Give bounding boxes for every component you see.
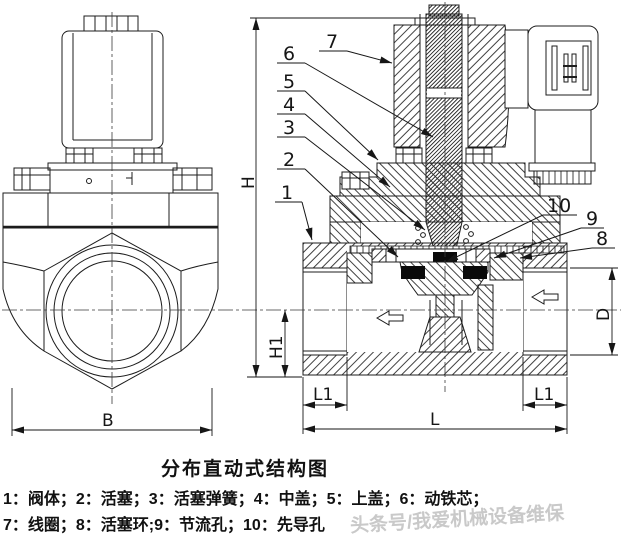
flow-arrows (376, 289, 559, 326)
callout-5: 5 (277, 71, 379, 161)
coil-nuts (65, 147, 163, 164)
callout-10-label: 10 (547, 195, 571, 217)
hex-port (43, 232, 182, 390)
din-connector (504, 25, 599, 185)
section-view (302, 4, 599, 376)
callout-10: 10 (445, 195, 577, 263)
coil-cap (83, 15, 139, 32)
dim-H1: H1 (267, 310, 289, 377)
legend-line-2: 7：线圈；8：活塞环;9：节流孔；10：先导孔 (3, 517, 325, 534)
valve-structure-drawing: 7 6 5 4 3 2 1 (2, 2, 621, 436)
dim-h-label: H (239, 176, 259, 189)
coil-section-nuts (395, 147, 493, 164)
flow-arrow-right (531, 289, 559, 305)
mount-plate (47, 162, 178, 171)
coil-body-outline (61, 30, 164, 149)
callout-3: 3 (277, 117, 426, 231)
callout-8-label: 8 (596, 228, 608, 250)
piston-ring-left (401, 266, 425, 279)
callout-3-label: 3 (283, 117, 295, 139)
body-wings (2, 228, 219, 352)
callout-7: 7 (319, 31, 393, 64)
dim-L1-right: L1 (522, 357, 568, 434)
flow-arrow-left (376, 310, 404, 326)
dim-b-label: B (102, 411, 114, 431)
legend-line-1: 1：阀体；2：活塞；3：活塞弹簧；4：中盖；5：上盖；6：动铁芯； (3, 491, 489, 508)
bonnet (49, 169, 174, 194)
dim-d-label: D (594, 308, 614, 321)
callout-9: 9 (493, 208, 604, 259)
callout-2-label: 2 (283, 149, 295, 171)
body-band (2, 192, 219, 229)
dim-h1-label: H1 (267, 335, 287, 359)
dim-l1-left-label: L1 (313, 385, 333, 405)
dimensions: H H1 B L1 L1 L (11, 17, 618, 436)
callout-4-label: 4 (283, 94, 295, 116)
callout-4: 4 (277, 94, 391, 188)
side-bolts (13, 167, 213, 191)
callout-8: 8 (519, 228, 615, 260)
centerlines (2, 2, 621, 404)
callout-7-label: 7 (326, 31, 338, 53)
drawing-title: 分布直动式结构图 (160, 459, 329, 480)
piston-ring-right (463, 266, 487, 279)
upper-cover (339, 162, 541, 197)
coil-section (393, 17, 510, 148)
callout-6-label: 6 (283, 43, 295, 65)
dim-L1-left: L1 (302, 357, 348, 434)
dim-B: B (11, 388, 213, 436)
callout-1-label: 1 (281, 182, 293, 204)
callout-5-label: 5 (283, 71, 295, 93)
callout-6: 6 (277, 43, 434, 138)
callout-9-label: 9 (586, 208, 598, 230)
dim-D: D (570, 267, 618, 356)
piston (371, 248, 491, 345)
callouts: 7 6 5 4 3 2 1 (275, 31, 615, 263)
left-view (2, 15, 219, 390)
dim-H: H (239, 17, 418, 378)
dim-L: L (303, 410, 567, 433)
callout-1: 1 (275, 182, 313, 241)
dim-l-label: L (430, 410, 440, 430)
callout-2: 2 (277, 149, 399, 258)
dim-l1-right-label: L1 (534, 385, 554, 405)
